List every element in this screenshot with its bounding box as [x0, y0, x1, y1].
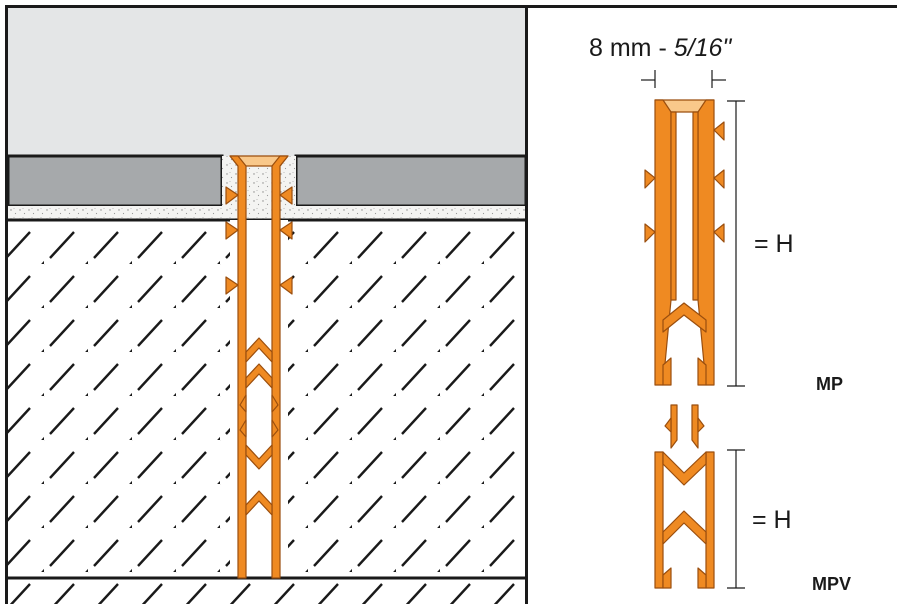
tile-surface	[8, 8, 526, 156]
mp-model-label: MP	[816, 374, 843, 394]
installed-barb	[239, 419, 247, 438]
mpv-profile	[654, 404, 715, 589]
installed-chevron	[245, 444, 273, 470]
installed-right-wall	[271, 155, 289, 579]
mpv-tail-left	[662, 567, 672, 589]
installed-profile	[225, 155, 293, 579]
mp-fin	[644, 223, 656, 243]
installed-barb	[239, 394, 247, 413]
installed-chevron	[245, 337, 273, 363]
frame-left	[5, 5, 528, 604]
mp-chevron	[662, 302, 707, 333]
mpv-chevron	[662, 451, 707, 486]
installed-fin	[225, 276, 239, 295]
width-label: 8 mm - 5/16"	[589, 34, 732, 62]
mp-left-wall	[654, 99, 672, 386]
mpv-left-wall	[654, 451, 664, 589]
installed-barb	[271, 419, 279, 438]
mp-fin	[713, 121, 725, 141]
mpv-chevron	[662, 510, 707, 545]
mp-tail-left	[662, 357, 672, 386]
installed-fin	[279, 276, 293, 295]
mpv-right-wall	[705, 451, 715, 589]
lower-substrate	[8, 578, 526, 604]
mpv-barb	[697, 417, 705, 433]
tile-right	[294, 154, 526, 208]
mp-profile	[644, 99, 725, 386]
installed-chevron	[245, 490, 273, 516]
mp-fin	[644, 169, 656, 189]
mpv-prong-left	[670, 404, 678, 449]
mp-fin	[713, 223, 725, 243]
mp-height-dimension	[727, 100, 745, 387]
mpv-model-label: MPV	[812, 574, 851, 594]
installed-chevron	[245, 363, 273, 389]
mp-tail-right	[697, 357, 707, 386]
installed-fin	[225, 186, 239, 205]
installed-fin	[225, 221, 239, 240]
mp-right-wall	[697, 99, 715, 386]
installed-barb	[271, 394, 279, 413]
mpv-height-dimension	[727, 449, 745, 589]
tile-left	[8, 154, 224, 208]
mp-fin	[713, 169, 725, 189]
width-dimension: 8 mm - 5/16"	[589, 34, 732, 88]
mpv-height-label: = H	[752, 506, 792, 534]
mpv-prong-right	[691, 404, 699, 449]
mp-inner-right	[692, 111, 699, 301]
mpv-tail-right	[697, 567, 707, 589]
mp-height-label: = H	[754, 230, 794, 258]
mp-inner-left	[670, 111, 677, 301]
installed-left-wall	[229, 155, 247, 579]
installed-fin	[279, 186, 293, 205]
installed-section	[8, 8, 526, 604]
joint-grout-fill	[222, 156, 296, 220]
installed-fin	[279, 221, 293, 240]
mpv-barb	[664, 417, 672, 433]
